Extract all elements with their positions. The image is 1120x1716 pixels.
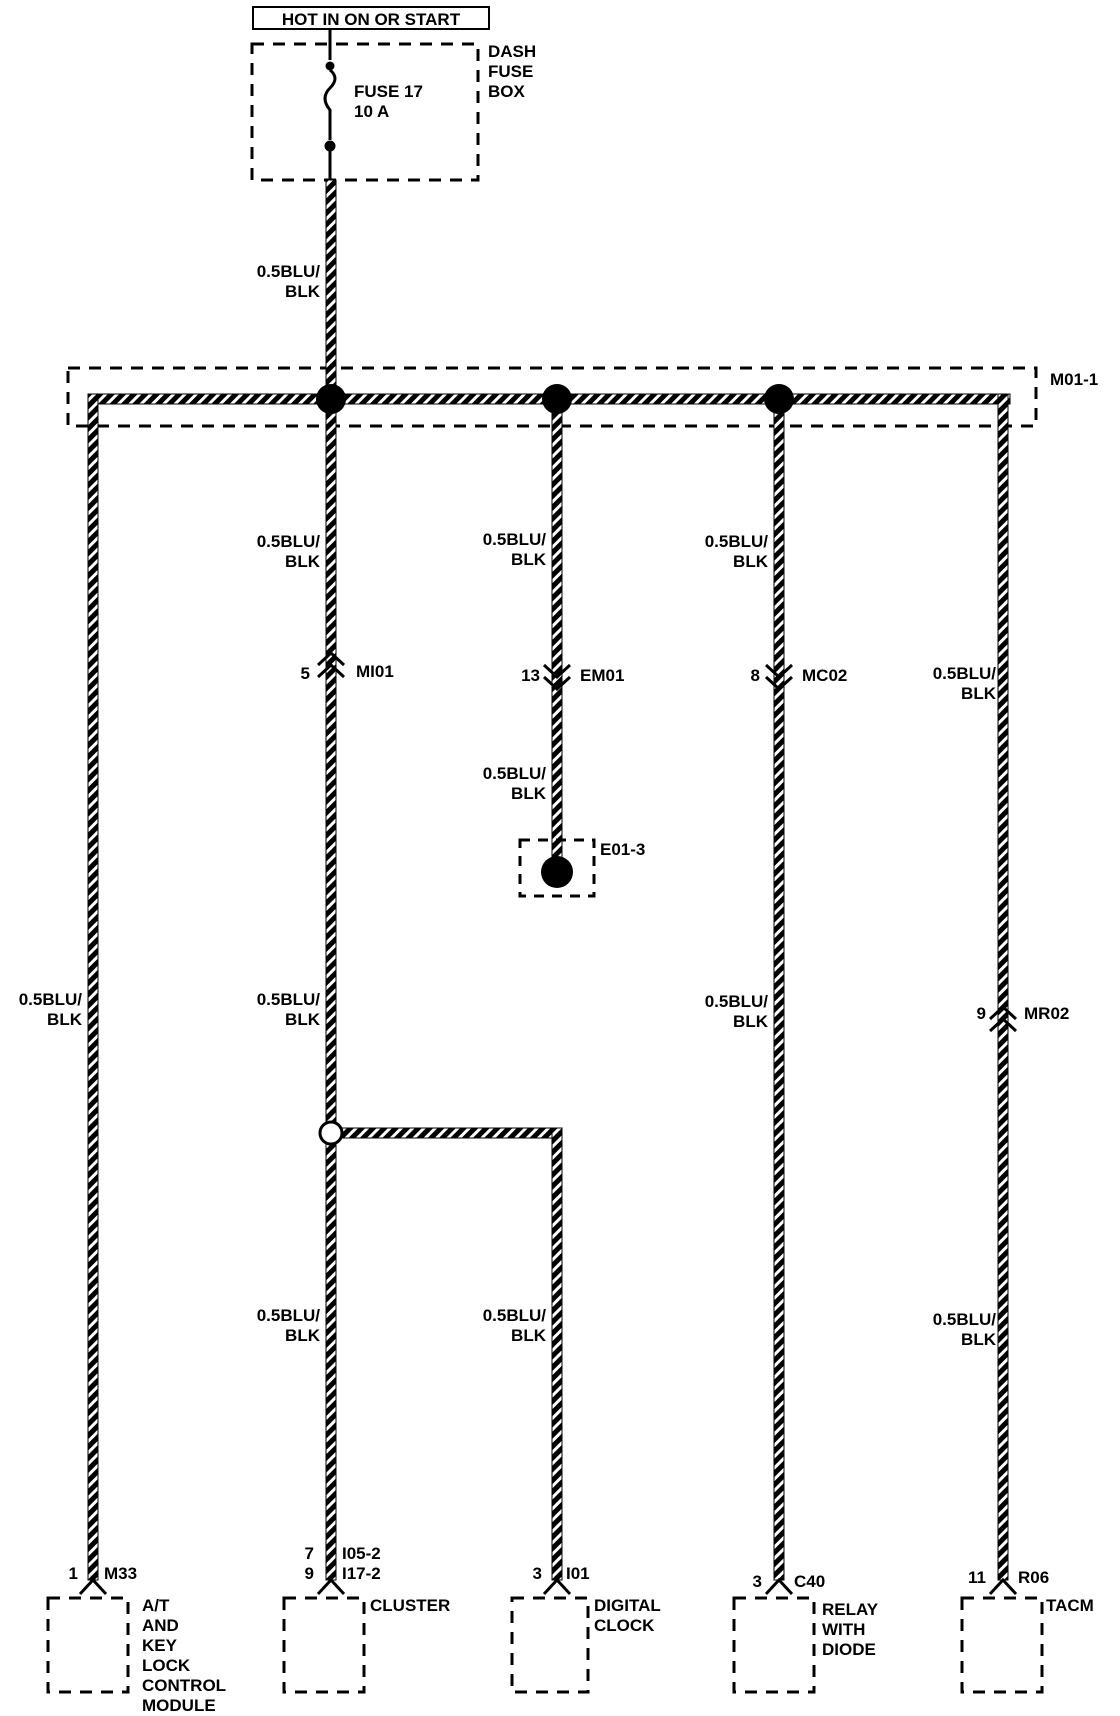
splice-node-open [318, 1120, 344, 1146]
fuse-name: FUSE 17 [354, 82, 423, 101]
splice-dot-2 [542, 384, 572, 414]
wire-em01 [551, 393, 563, 871]
wire-feed [325, 179, 337, 401]
wire-atkey [87, 393, 99, 1581]
connector-mr02-name: MR02 [1024, 1004, 1070, 1023]
wire-label-cluster-lower: 0.5BLU/ BLK [256, 1306, 320, 1345]
fuse-17-symbol [323, 30, 337, 180]
relay-with-diode-name: RELAY WITH DIODE [822, 1600, 879, 1659]
cluster-pins: 7 9 [304, 1544, 314, 1583]
connector-mc02-name: MC02 [802, 666, 848, 685]
ground-e01-3-dot [541, 856, 573, 888]
wire-label-clock: 0.5BLU/ BLK [482, 1306, 546, 1345]
wire-relay [773, 393, 785, 1581]
box-atkey-module [46, 1596, 130, 1694]
wire-label-feed: 0.5BLU/ BLK [256, 262, 320, 301]
connector-mc02-symbol [764, 663, 794, 692]
digital-clock-name: DIGITAL CLOCK [594, 1596, 661, 1635]
wire-cluster [325, 393, 337, 1581]
splice-connector-label: M01-1 [1050, 370, 1099, 389]
splice-dot-3 [764, 384, 794, 414]
clock-connector: I01 [566, 1564, 590, 1583]
connector-mi01-pin: 5 [300, 664, 310, 683]
wire-label-atkey: 0.5BLU/ BLK [18, 990, 82, 1029]
relay-pins: 3 [752, 1572, 762, 1591]
atkey-connector: M33 [104, 1564, 138, 1583]
clock-pins: 3 [532, 1564, 542, 1583]
splice-m01-1-outline [66, 366, 1038, 428]
wire-label-tacm-lower: 0.5BLU/ BLK [932, 1310, 996, 1349]
connector-mc02-pin: 8 [750, 666, 760, 685]
box-tacm [960, 1596, 1044, 1694]
wire-label-tacm-upper: 0.5BLU/ BLK [932, 664, 996, 703]
connector-mr02-symbol [988, 1004, 1018, 1033]
cluster-connector: I05-2 I17-2 [342, 1544, 381, 1583]
tacm-connector: R06 [1018, 1568, 1050, 1587]
wire-label-em01-lower: 0.5BLU/ BLK [482, 764, 546, 803]
connector-mi01-name: MI01 [356, 662, 394, 681]
wire-label-mc02: 0.5BLU/ BLK [704, 532, 768, 571]
box-digital-clock [510, 1596, 590, 1694]
power-condition-header: HOT IN ON OR START [252, 6, 490, 30]
terminal-symbols [78, 1577, 1018, 1596]
wire-label-cluster-upper: 0.5BLU/ BLK [256, 532, 320, 571]
connector-em01-name: EM01 [580, 666, 625, 685]
wire-label-relay: 0.5BLU/ BLK [704, 992, 768, 1031]
connector-em01-pin: 13 [521, 666, 540, 685]
wire-tacm [997, 393, 1009, 1581]
connector-mr02-pin: 9 [976, 1004, 986, 1023]
fuse-rating: 10 A [354, 102, 390, 121]
cluster-name: CLUSTER [370, 1596, 451, 1615]
splice-dot-1 [316, 384, 346, 414]
fuse-box-name: DASH FUSE BOX [488, 42, 537, 101]
dash-fuse-box-outline [250, 42, 480, 182]
connector-mi01-symbol [316, 650, 346, 679]
box-cluster [282, 1596, 366, 1694]
ground-e01-3-outline [518, 838, 596, 898]
ground-label: E01-3 [600, 840, 646, 859]
connector-em01-symbol [542, 663, 572, 692]
component-boxes [46, 1596, 1044, 1694]
tacm-pins: 11 [968, 1568, 986, 1587]
atkey-pins: 1 [68, 1564, 78, 1583]
atkey-module-name: A/T AND KEY LOCK CONTROL MODULE [142, 1596, 227, 1715]
wire-label-cluster-mid: 0.5BLU/ BLK [256, 990, 320, 1029]
wire-clock [551, 1127, 563, 1581]
relay-connector: C40 [794, 1572, 826, 1591]
wire-clock-branch [329, 1127, 559, 1139]
box-relay [732, 1596, 816, 1694]
tacm-name: TACM [1046, 1596, 1094, 1615]
wire-label-em01-upper: 0.5BLU/ BLK [482, 530, 546, 569]
